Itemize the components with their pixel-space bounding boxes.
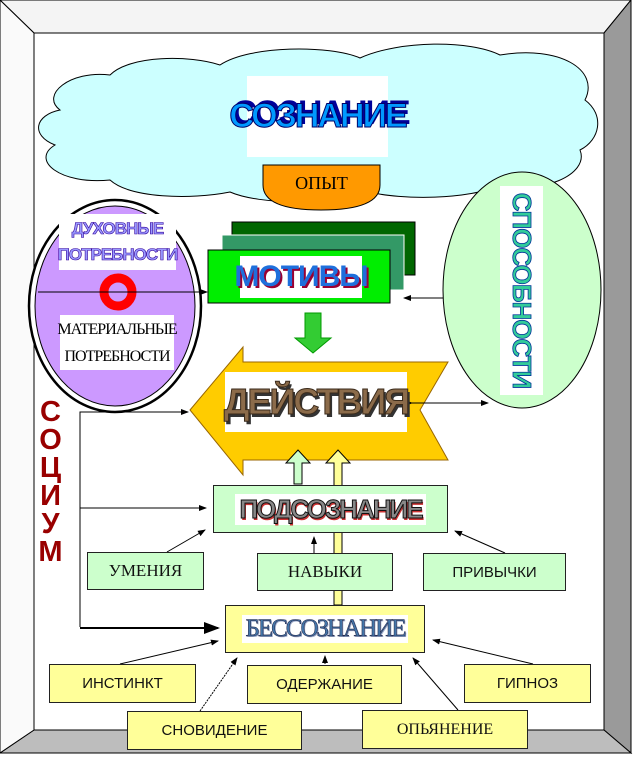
material-needs-line2: ПОТРЕБНОСТИ [64,347,170,365]
unconscious-box: БЕССОЗНАНИЕ [225,605,425,653]
up-arrow-green [284,449,312,485]
factor-box-hypnosis: ГИПНОЗ [464,664,591,703]
experience-label: ОПЫТ [295,173,348,193]
consciousness-title: СОЗНАНИЕ [229,76,408,157]
abilities-text: СПОСОБНОСТИ [507,192,538,389]
down-arrow [293,312,333,354]
unconscious-label: БЕССОЗНАНИЕ [242,615,408,643]
factor-box-intoxication: ОПЬЯНЕНИЕ [362,710,528,749]
society-label: СОЦИУМ [30,385,70,575]
abilities-label: СПОСОБНОСТИ [500,186,543,395]
motives-label: МОТИВЫ [234,256,369,298]
actions-label: ДЕЙСТВИЯ [223,372,411,432]
skill-box-privychki: ПРИВЫЧКИ [423,553,566,591]
material-needs-line1: МАТЕРИАЛЬНЫЕ [57,320,177,338]
skill-box-umeniya: УМЕНИЯ [87,552,204,590]
subconscious-box: ПОДСОЗНАНИЕ [213,485,448,533]
skill-box-navyki: НАВЫКИ [257,553,393,591]
material-needs-label: МАТЕРИАЛЬНЫЕ ПОТРЕБНОСТИ [57,315,178,370]
society-text: СОЦИУМ [34,396,67,564]
subconscious-label: ПОДСОЗНАНИЕ [235,493,426,525]
spiritual-needs-label: ДУХОВНЫЕ ПОТРЕБНОСТИ [57,214,179,270]
factor-box-instinct: ИНСТИНКТ [49,664,196,703]
experience-shape [262,164,381,211]
spiritual-needs-line1: ДУХОВНЫЕ [71,219,164,239]
factor-box-dream: СНОВИДЕНИЕ [127,711,302,750]
factor-box-possession: ОДЕРЖАНИЕ [247,665,402,704]
spiritual-needs-line2: ПОТРЕБНОСТИ [57,245,178,265]
